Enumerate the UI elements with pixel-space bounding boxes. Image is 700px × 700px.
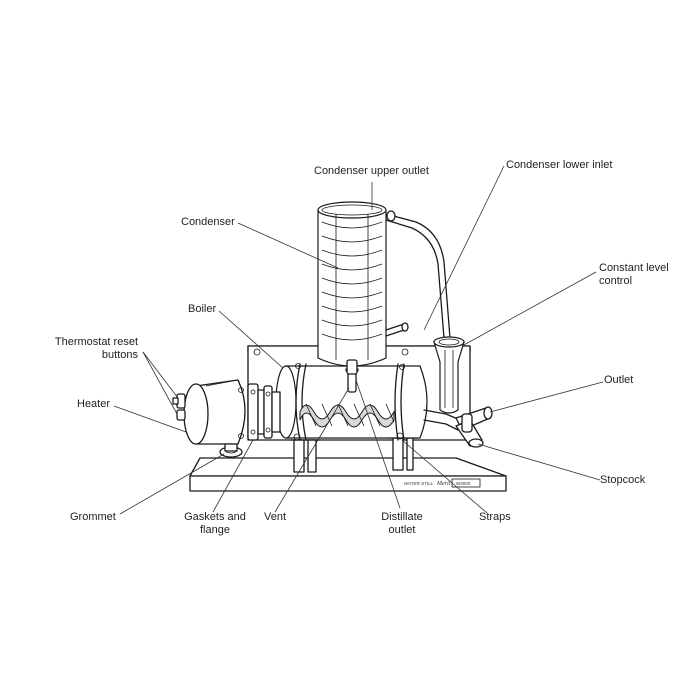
label-gaskets-and-flange-line1: Gaskets and [184,511,246,523]
constant-level-control [423,336,465,431]
condenser-column [317,201,387,375]
label-vent: Vent [264,511,287,523]
label-distillate-outlet: Distillate outlet [370,511,434,537]
label-thermostat-reset-buttons: Thermostat reset buttons [26,336,138,362]
label-condenser: Condenser [181,216,235,228]
nameplate: WATER STILL Merit W4000 [404,478,481,488]
label-distillate-outlet-line2: outlet [388,524,416,536]
label-gaskets-and-flange-line2: flange [200,524,230,536]
heater-housing [172,379,246,445]
gaskets-and-flange [247,383,281,441]
label-heater: Heater [77,398,111,410]
label-thermostat-reset-buttons-line1: Thermostat reset [54,336,138,348]
label-condenser-upper-outlet: Condenser upper outlet [314,165,429,177]
grommet [219,443,243,458]
label-constant-level-control-line2: control [599,275,633,287]
label-outlet: Outlet [604,374,634,386]
nameplate-model-name: Merit [436,481,451,487]
condenser-tubes [385,210,451,339]
outlet-and-stopcock [455,406,493,448]
label-constant-level-control-line1: Constant level [599,262,669,274]
leader-lines [113,165,604,515]
label-distillate-outlet-line1: Distillate [381,511,423,523]
label-boiler: Boiler [188,303,217,315]
label-thermostat-reset-buttons-line2: buttons [101,349,138,361]
label-gaskets-and-flange: Gaskets and flange [177,511,253,537]
label-stopcock: Stopcock [600,474,646,486]
label-condenser-lower-inlet: Condenser lower inlet [506,159,613,171]
nameplate-brand: WATER STILL [404,481,434,486]
base-plate [189,457,507,492]
label-straps: Straps [479,511,511,523]
nameplate-model-number: W4000 [456,481,471,486]
label-grommet: Grommet [70,511,116,523]
label-constant-level-control: Constant level control [599,262,669,288]
